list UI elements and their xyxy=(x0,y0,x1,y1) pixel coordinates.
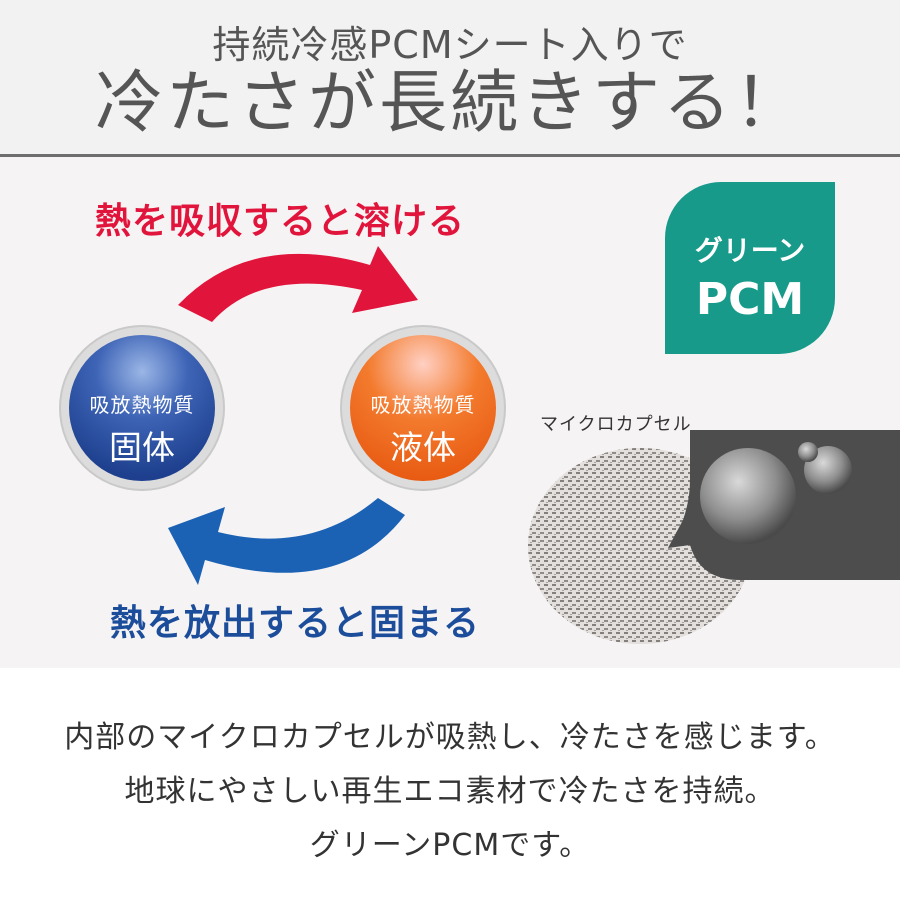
description-line2: 地球にやさしい再生エコ素材で冷たさを持続。 xyxy=(124,774,776,809)
solid-circle-label: 吸放熱物質 xyxy=(89,393,195,417)
absorb-caption: 熱を吸収すると溶ける xyxy=(94,201,465,242)
badge-line1: グリーン xyxy=(694,234,806,267)
header-divider xyxy=(0,154,900,157)
description-line3: グリーンPCMです。 xyxy=(309,828,591,863)
liquid-state-circle: 吸放熱物質 液体 xyxy=(342,327,504,489)
header-title: 冷たさが長続きする！ xyxy=(94,64,805,143)
green-pcm-badge: グリーン PCM xyxy=(665,182,835,354)
liquid-circle-state: 液体 xyxy=(390,428,456,467)
release-caption: 熱を放出すると固まる xyxy=(109,603,480,644)
description-line1: 内部のマイクロカプセルが吸熱し、冷たさを感じます。 xyxy=(64,720,836,755)
badge-line2: PCM xyxy=(695,274,805,325)
microcapsule-label: マイクロカプセル xyxy=(540,414,692,435)
liquid-circle-label: 吸放熱物質 xyxy=(370,393,476,417)
header-banner: 持続冷感PCMシート入りで 冷たさが長続きする！ xyxy=(0,0,900,158)
red-arrow-icon xyxy=(178,246,418,322)
solid-circle-state: 固体 xyxy=(109,428,175,467)
header-subtitle: 持続冷感PCMシート入りで xyxy=(212,23,688,67)
solid-state-circle: 吸放熱物質 固体 xyxy=(61,327,223,489)
blue-arrow-icon xyxy=(168,498,405,585)
microcapsule-image-icon xyxy=(528,430,900,644)
